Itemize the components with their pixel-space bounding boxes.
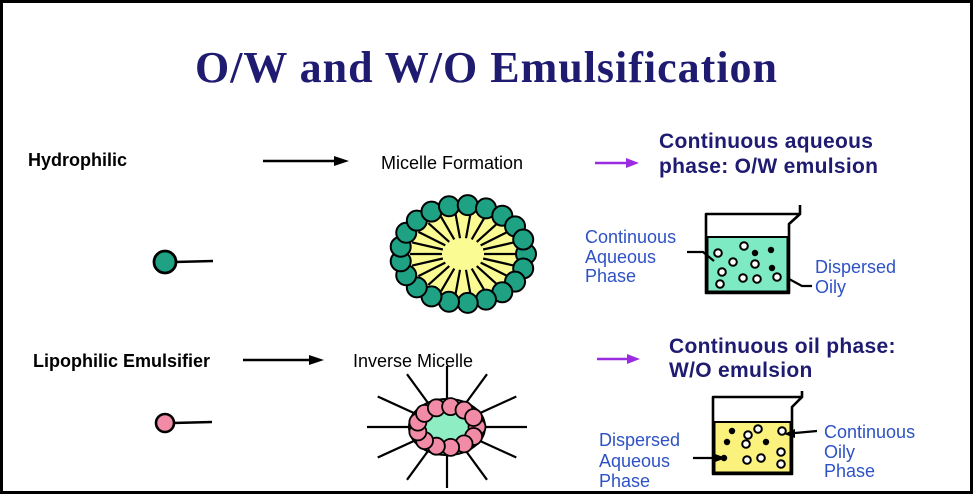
ow-beaker-diagram [687,205,812,295]
micelle-formation-label: Micelle Formation [381,153,524,173]
continuous-oily-pointer-arrow [784,429,818,438]
lipophilic-emulsifier-label: Lipophilic Emulsifier [33,351,211,371]
continuous-oily-phase-label: Continuous Oily Phase [824,422,916,481]
continuous-aqueous-phase-label: Continuous Aqueous Phase [585,227,677,286]
hydrophilic-molecule-icon [152,249,214,275]
dispersed-aqueous-phase-label: Dispersed Aqueous Phase [599,430,681,491]
inverse-micelle-diagram [367,366,527,488]
ow-result-line2: phase: O/W emulsion [659,155,879,178]
hydrophilic-label: Hydrophilic [28,150,128,170]
ow-result-label: Continuous aqueous phase: O/W emulsion [659,129,878,179]
wo-reaction-arrow-icon [243,355,324,365]
inverse-micelle-tails [367,366,527,488]
dispersed-oil-droplets [713,241,782,289]
inverse-micelle-label: Inverse Micelle [353,351,474,371]
dispersed-water-droplets [720,424,787,469]
continuous-aqueous-pointer-line [687,250,715,262]
micelle-diagram [389,194,537,314]
wo-result-line2: W/O emulsion [669,359,813,382]
beaker-outline [704,205,802,295]
wo-result-label: Continuous oil phase: W/O emulsion [669,335,896,383]
micelle-heads [389,194,537,314]
wo-beaker-diagram [693,391,818,476]
ow-reaction-arrow-icon [263,156,349,166]
lipophilic-molecule-icon [154,412,213,434]
dispersed-oily-label: Dispersed Oily [815,257,897,297]
diagram-layer [152,156,818,488]
micelle-tails [410,213,516,295]
ow-result-arrow-icon [595,158,639,168]
page-title: O/W and W/O Emulsification [194,43,779,92]
dispersed-oily-pointer-line [788,278,812,288]
beaker-outline [711,391,804,476]
inverse-micelle-heads [408,397,487,457]
wo-result-line1: Continuous oil phase: [669,335,896,358]
ow-result-line1: Continuous aqueous [659,130,874,153]
dispersed-aqueous-pointer-arrow [693,454,726,462]
wo-result-arrow-icon [597,354,640,364]
